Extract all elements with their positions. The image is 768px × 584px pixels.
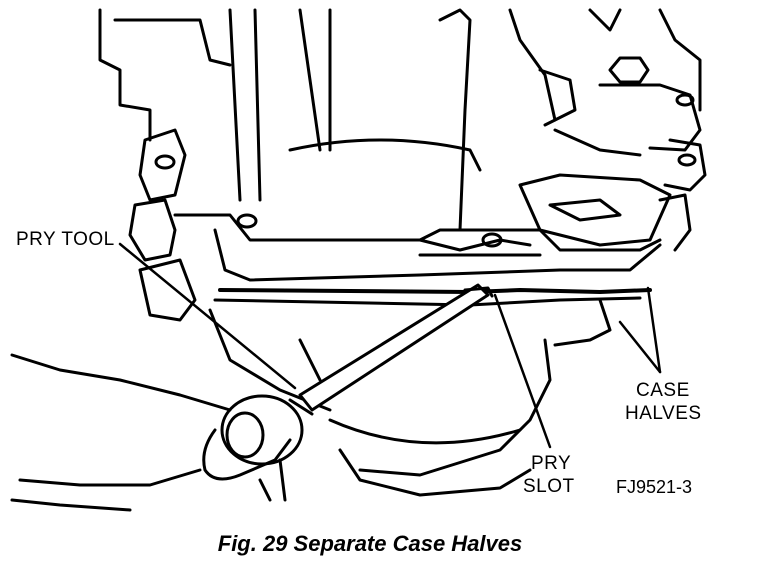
case-half-rear	[208, 298, 612, 497]
pry-slot-leader	[493, 293, 552, 449]
case-halves-label-line2: HALVES	[625, 403, 702, 424]
leader-lines	[118, 242, 662, 449]
case-half-front	[173, 173, 672, 282]
hand	[10, 353, 292, 512]
figure-id-label: FJ9521-3	[616, 477, 693, 497]
pry-slot-label-line1: PRY	[531, 453, 572, 474]
pry-tool	[220, 283, 494, 466]
case-seam	[213, 288, 652, 307]
case-halves-leader-bottom	[618, 320, 662, 374]
case-halves-leader-top	[646, 286, 662, 374]
upper-housing	[98, 8, 702, 232]
left-mounting-bosses	[128, 128, 258, 322]
pry-slot-label-line2: SLOT	[523, 476, 575, 497]
pry-tool-label: PRY TOOL	[16, 229, 115, 250]
figure-caption: Fig. 29 Separate Case Halves	[217, 531, 523, 556]
bolt-and-flange	[598, 56, 707, 252]
case-halves-label-line1: CASE	[636, 380, 690, 401]
pry-tool-leader	[118, 242, 297, 390]
